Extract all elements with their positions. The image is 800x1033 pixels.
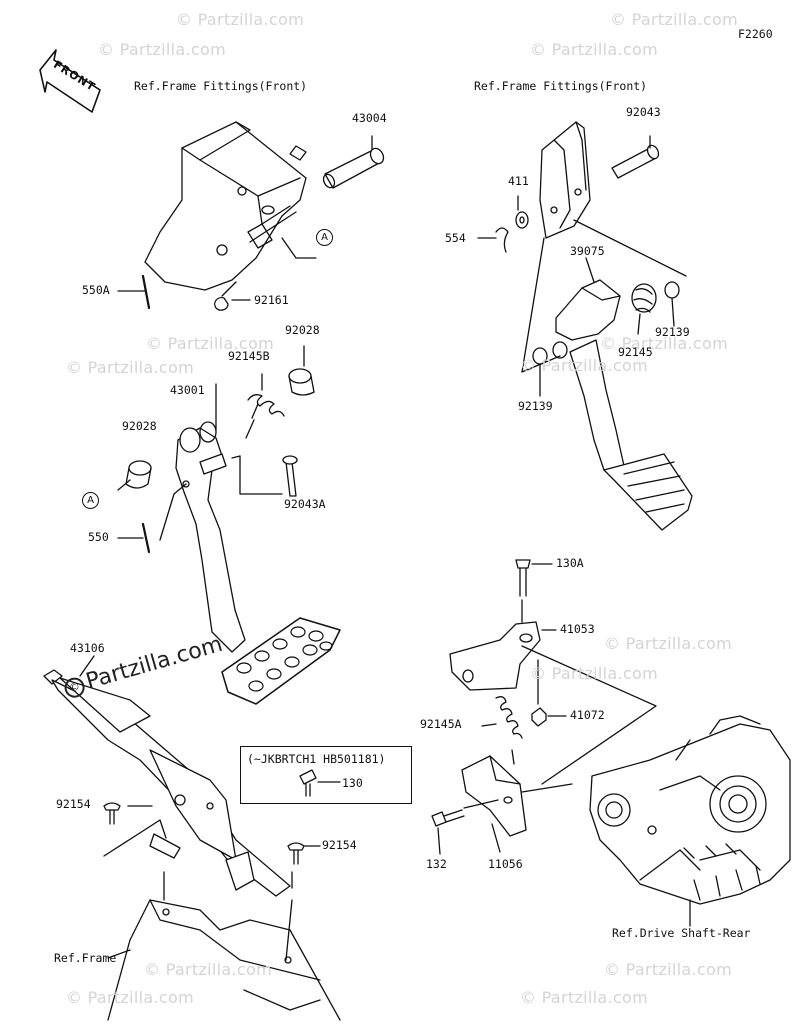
serial-range-text: (~JKBRTCH1 HB501181) (247, 752, 386, 766)
brake-pedal-bracket (144, 121, 307, 291)
part-label: 41053 (560, 622, 595, 636)
watermark: © Partzilla.com (604, 634, 732, 653)
part-label: 130A (556, 556, 584, 570)
ref-frame-fittings-left: Ref.Frame Fittings(Front) (134, 79, 308, 93)
brake-pedal (125, 368, 341, 705)
frame (107, 899, 341, 1021)
part-label: 411 (508, 174, 529, 188)
part-label: 554 (445, 231, 466, 245)
part-label: 550 (88, 530, 109, 544)
part-label: 43106 (70, 641, 105, 655)
copyright-icon: © (62, 675, 87, 701)
watermark: © Partzilla.com (66, 358, 194, 377)
watermark: © Partzilla.com (176, 10, 304, 29)
watermark: © Partzilla.com (144, 960, 272, 979)
ref-frame-fittings-right: Ref.Frame Fittings(Front) (474, 79, 648, 93)
watermark: © Partzilla.com (98, 40, 226, 59)
pin-43004 (322, 147, 385, 189)
part-label: 92139 (518, 399, 553, 413)
serial-note-box: (~JKBRTCH1 HB501181) 130 (240, 746, 412, 804)
part-label: 92043 (626, 105, 661, 119)
parking-brake-lever (43, 669, 291, 897)
front-arrow-icon (39, 49, 101, 113)
watermark: © Partzilla.com (520, 988, 648, 1007)
part-label: 130 (342, 776, 363, 790)
part-label: 92139 (655, 325, 690, 339)
watermark: © Partzilla.com (520, 356, 648, 375)
part-label: 11056 (488, 857, 523, 871)
part-label: 132 (426, 857, 447, 871)
part-label: 92145 (618, 345, 653, 359)
part-label: 550A (82, 283, 110, 297)
bracket-41053 (449, 621, 541, 691)
throttle-pedal (532, 279, 693, 531)
ref-drive-shaft-rear: Ref.Drive Shaft-Rear (612, 926, 751, 940)
part-label: 92161 (254, 293, 289, 307)
part-label: 39075 (570, 244, 605, 258)
watermark: © Partzilla.com (600, 334, 728, 353)
watermark: © Partzilla.com (604, 960, 732, 979)
ref-frame: Ref.Frame (54, 951, 117, 965)
part-label: 92154 (322, 838, 357, 852)
figure-code: F2260 (738, 27, 773, 41)
watermark: © Partzilla.com (610, 10, 738, 29)
callout-a: A (82, 492, 99, 509)
part-label: 43001 (170, 383, 205, 397)
watermark: © Partzilla.com (66, 988, 194, 1007)
callout-a: A (316, 229, 333, 246)
watermark: © Partzilla.com (530, 40, 658, 59)
bracket-11056 (461, 755, 527, 837)
part-label: 92154 (56, 797, 91, 811)
throttle-bracket (539, 121, 591, 239)
drive-shaft-housing (589, 715, 791, 905)
part-label: 92028 (285, 323, 320, 337)
watermark: © Partzilla.com (530, 664, 658, 683)
part-label: 43004 (352, 111, 387, 125)
part-label: 92145A (420, 717, 462, 731)
part-label: 41072 (570, 708, 605, 722)
part-label: 92043A (284, 497, 326, 511)
part-label: 92028 (122, 419, 157, 433)
watermark: © Partzilla.com (146, 334, 274, 353)
part-label: 92145B (228, 349, 270, 363)
